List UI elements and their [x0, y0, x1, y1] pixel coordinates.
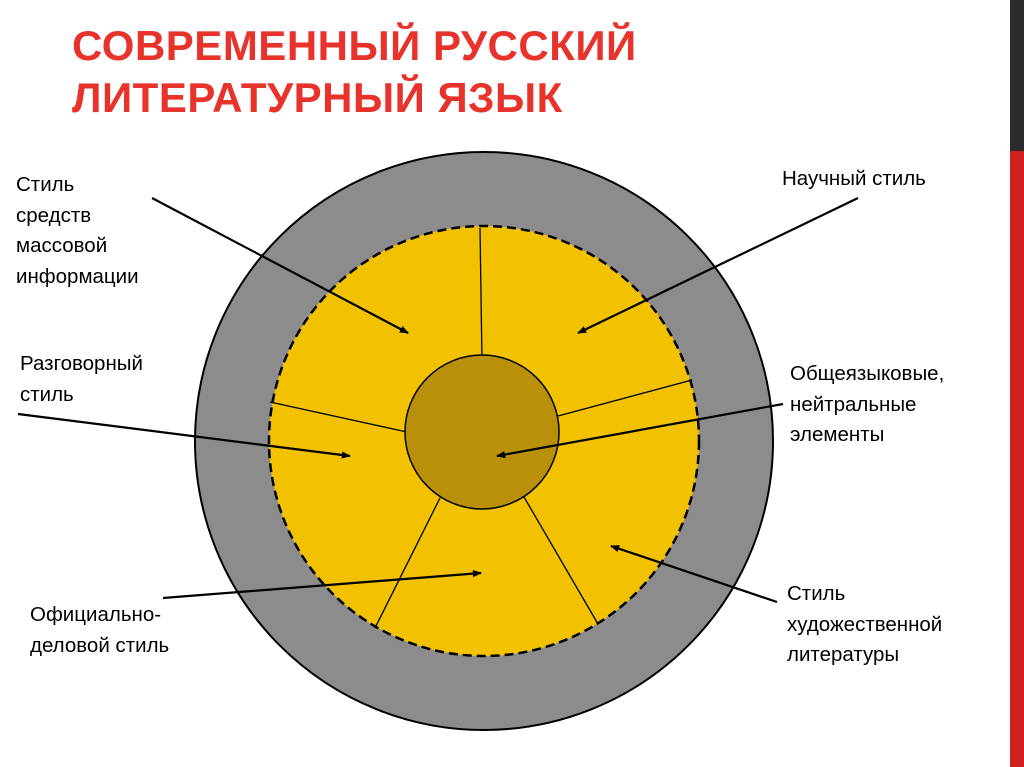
label-line: литературы: [787, 643, 900, 666]
label-fiction-style: Стиль художественной литературы: [787, 579, 942, 671]
arrow-colloquial: [17, 412, 351, 459]
label-mass-media-style: Стиль средств массовой информации: [16, 170, 139, 292]
label-line: Официально-: [30, 603, 162, 626]
label-colloquial-style: Разговорный стиль: [20, 349, 143, 410]
divider-upper-left: [269, 401, 408, 433]
label-official-business-style: Официально- деловой стиль: [30, 600, 169, 661]
accent-bar: [1010, 0, 1024, 767]
divider-top: [479, 227, 483, 363]
title-line-2: ЛИТЕРАТУРНЫЙ ЯЗЫК: [72, 74, 563, 121]
label-line: Общеязыковые,: [790, 362, 945, 385]
label-line: информации: [16, 264, 139, 288]
label-line: деловой стиль: [30, 633, 170, 657]
label-line: Разговорный: [20, 352, 143, 375]
sector-dividers: [269, 227, 693, 629]
arrow-common: [496, 402, 784, 459]
label-line: элементы: [790, 423, 885, 446]
core-circle: [404, 354, 560, 510]
label-line: художественной: [787, 612, 943, 636]
label-line: Научный стиль: [782, 167, 926, 190]
arrow-scientific: [577, 197, 859, 334]
accent-bar-red-segment: [1010, 151, 1024, 767]
divider-lower-right: [523, 496, 599, 625]
label-line: стиль: [20, 382, 74, 406]
label-line: массовой: [16, 234, 108, 257]
label-line: Стиль: [16, 173, 75, 196]
divider-upper-right: [557, 379, 693, 417]
label-line: Стиль: [787, 582, 846, 605]
arrow-mass-media: [151, 197, 409, 334]
arrow-official: [162, 570, 482, 600]
label-scientific-style: Научный стиль: [782, 164, 926, 195]
slide-title: СОВРЕМЕННЫЙ РУССКИЙ ЛИТЕРАТУРНЫЙ ЯЗЫК: [72, 20, 637, 124]
label-line: средств: [16, 203, 92, 227]
pointer-arrows: [17, 197, 859, 604]
divider-lower-left: [374, 497, 441, 629]
accent-bar-dark-segment: [1010, 0, 1024, 151]
title-line-1: СОВРЕМЕННЫЙ РУССКИЙ: [72, 22, 637, 69]
label-line: нейтральные: [790, 392, 917, 416]
label-common-neutral-elements: Общеязыковые, нейтральные элементы: [790, 359, 944, 451]
arrow-fiction: [610, 544, 778, 604]
